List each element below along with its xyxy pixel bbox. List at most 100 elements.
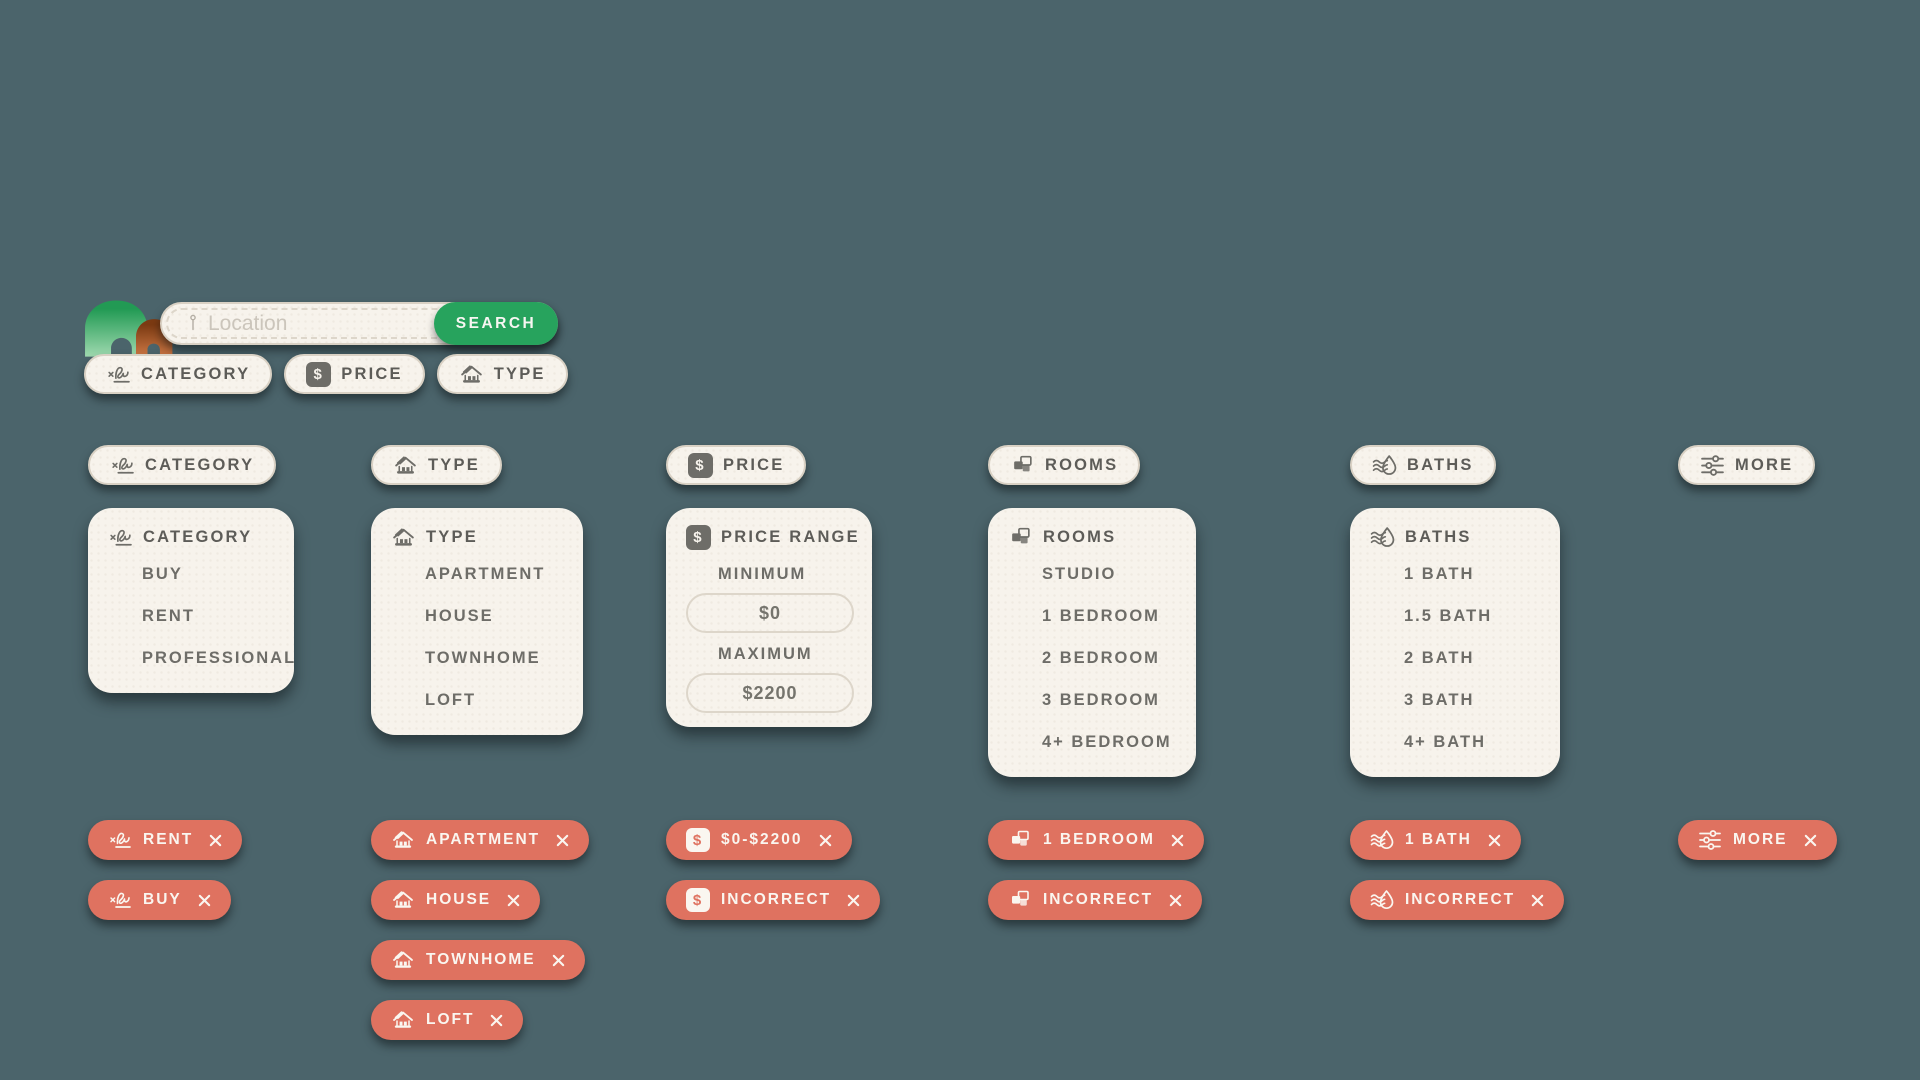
- remove-chip-button[interactable]: [1167, 892, 1184, 909]
- option-1-bedroom[interactable]: 1 BEDROOM: [1042, 606, 1160, 625]
- category-filter-button[interactable]: CATEGORY: [88, 445, 277, 485]
- bath-icon: [1370, 828, 1394, 852]
- option-1-bath[interactable]: 1 BATH: [1404, 564, 1475, 583]
- option-townhome[interactable]: TOWNHOME: [425, 648, 541, 667]
- bath-icon: [1372, 453, 1397, 478]
- remove-chip-button[interactable]: [488, 1012, 505, 1029]
- house-icon: [393, 453, 418, 478]
- map-pin-icon: [186, 313, 200, 335]
- quick-filter-category[interactable]: CATEGORY: [84, 354, 273, 394]
- option-4plus-bedroom[interactable]: 4+ BEDROOM: [1042, 732, 1172, 751]
- chip-rent[interactable]: RENT: [88, 820, 243, 860]
- option-2-bath[interactable]: 2 BATH: [1404, 648, 1475, 667]
- dollar-icon: $: [686, 524, 711, 550]
- blocks-icon: [1008, 525, 1033, 550]
- minimum-price-input[interactable]: [686, 593, 854, 633]
- quick-filter-label: TYPE: [493, 364, 546, 383]
- location-search-bar: SEARCH: [160, 302, 558, 345]
- option-house[interactable]: HOUSE: [425, 606, 494, 625]
- option-4plus-bath[interactable]: 4+ BATH: [1404, 732, 1486, 751]
- chip-label: TOWNHOME: [426, 951, 536, 968]
- close-icon: [1802, 832, 1819, 849]
- sliders-icon: [1698, 828, 1722, 852]
- option-3-bedroom[interactable]: 3 BEDROOM: [1042, 690, 1160, 709]
- chip-label: 1 BEDROOM: [1043, 831, 1155, 848]
- option-buy[interactable]: BUY: [142, 564, 183, 583]
- baths-chips: 1 BATH INCORRECT: [1350, 820, 1565, 920]
- signature-icon: [110, 453, 135, 478]
- house-icon: [391, 1008, 415, 1032]
- chip-label: INCORRECT: [1405, 891, 1516, 908]
- quick-filter-type[interactable]: TYPE: [436, 354, 568, 394]
- search-button[interactable]: SEARCH: [434, 302, 558, 345]
- rooms-chips: 1 BEDROOM INCORRECT: [988, 820, 1204, 920]
- house-icon: [391, 888, 415, 912]
- filter-button-label: BATHS: [1407, 455, 1474, 474]
- filter-button-label: CATEGORY: [145, 455, 255, 474]
- chip-price-range[interactable]: $ $0-$2200: [666, 820, 852, 860]
- dollar-icon: $: [688, 452, 713, 478]
- remove-chip-button[interactable]: [1486, 832, 1503, 849]
- remove-chip-button[interactable]: [207, 832, 224, 849]
- rooms-panel-header: ROOMS: [1008, 521, 1178, 553]
- chip-baths-incorrect[interactable]: INCORRECT: [1350, 880, 1565, 920]
- chip-house[interactable]: HOUSE: [371, 880, 541, 920]
- rooms-filter-button[interactable]: ROOMS: [988, 445, 1141, 485]
- option-3-bath[interactable]: 3 BATH: [1404, 690, 1475, 709]
- type-filter-button[interactable]: TYPE: [371, 445, 502, 485]
- option-1-5-bath[interactable]: 1.5 BATH: [1404, 606, 1493, 625]
- house-icon: [391, 948, 415, 972]
- chip-rooms-incorrect[interactable]: INCORRECT: [988, 880, 1203, 920]
- chip-buy[interactable]: BUY: [88, 880, 231, 920]
- chip-1-bedroom[interactable]: 1 BEDROOM: [988, 820, 1204, 860]
- option-apartment[interactable]: APARTMENT: [425, 564, 546, 583]
- filter-button-label: MORE: [1735, 455, 1794, 474]
- chip-price-incorrect[interactable]: $ INCORRECT: [666, 880, 881, 920]
- close-icon: [1486, 832, 1503, 849]
- blocks-icon: [1010, 453, 1035, 478]
- quick-filter-price[interactable]: $ PRICE: [284, 354, 425, 394]
- baths-filter-button[interactable]: BATHS: [1350, 445, 1496, 485]
- option-studio[interactable]: STUDIO: [1042, 564, 1117, 583]
- option-professional[interactable]: PROFESSIONAL: [142, 648, 297, 667]
- chip-label: APARTMENT: [426, 831, 541, 848]
- maximum-price-input[interactable]: [686, 673, 854, 713]
- remove-chip-button[interactable]: [845, 892, 862, 909]
- more-filter-button[interactable]: MORE: [1678, 445, 1816, 485]
- close-icon: [1169, 832, 1186, 849]
- house-icon: [391, 525, 416, 550]
- remove-chip-button[interactable]: [1169, 832, 1186, 849]
- filter-button-label: PRICE: [723, 455, 785, 474]
- chip-label: INCORRECT: [721, 891, 832, 908]
- chip-label: $0-$2200: [721, 831, 803, 848]
- chip-more[interactable]: MORE: [1678, 820, 1837, 860]
- chip-label: 1 BATH: [1405, 831, 1472, 848]
- remove-chip-button[interactable]: [1802, 832, 1819, 849]
- chip-loft[interactable]: LOFT: [371, 1000, 524, 1040]
- price-chips: $ $0-$2200 $ INCORRECT: [666, 820, 881, 920]
- bath-icon: [1370, 888, 1394, 912]
- bath-icon: [1370, 525, 1395, 550]
- category-panel-header: CATEGORY: [108, 521, 276, 553]
- remove-chip-button[interactable]: [505, 892, 522, 909]
- chip-label: INCORRECT: [1043, 891, 1154, 908]
- sliders-icon: [1700, 453, 1725, 478]
- option-2-bedroom[interactable]: 2 BEDROOM: [1042, 648, 1160, 667]
- category-panel: CATEGORY BUY RENT PROFESSIONAL: [88, 508, 294, 693]
- remove-chip-button[interactable]: [817, 832, 834, 849]
- chip-townhome[interactable]: TOWNHOME: [371, 940, 585, 980]
- remove-chip-button[interactable]: [550, 952, 567, 969]
- location-search-input[interactable]: [208, 311, 418, 336]
- option-rent[interactable]: RENT: [142, 606, 195, 625]
- chip-label: LOFT: [426, 1011, 475, 1028]
- remove-chip-button[interactable]: [196, 892, 213, 909]
- baths-panel: BATHS 1 BATH 1.5 BATH 2 BATH 3 BATH 4+ B…: [1350, 508, 1560, 777]
- option-loft[interactable]: LOFT: [425, 690, 477, 709]
- chip-apartment[interactable]: APARTMENT: [371, 820, 590, 860]
- chip-label: RENT: [143, 831, 194, 848]
- chip-1-bath[interactable]: 1 BATH: [1350, 820, 1521, 860]
- price-filter-button[interactable]: $ PRICE: [666, 445, 807, 485]
- remove-chip-button[interactable]: [554, 832, 571, 849]
- remove-chip-button[interactable]: [1529, 892, 1546, 909]
